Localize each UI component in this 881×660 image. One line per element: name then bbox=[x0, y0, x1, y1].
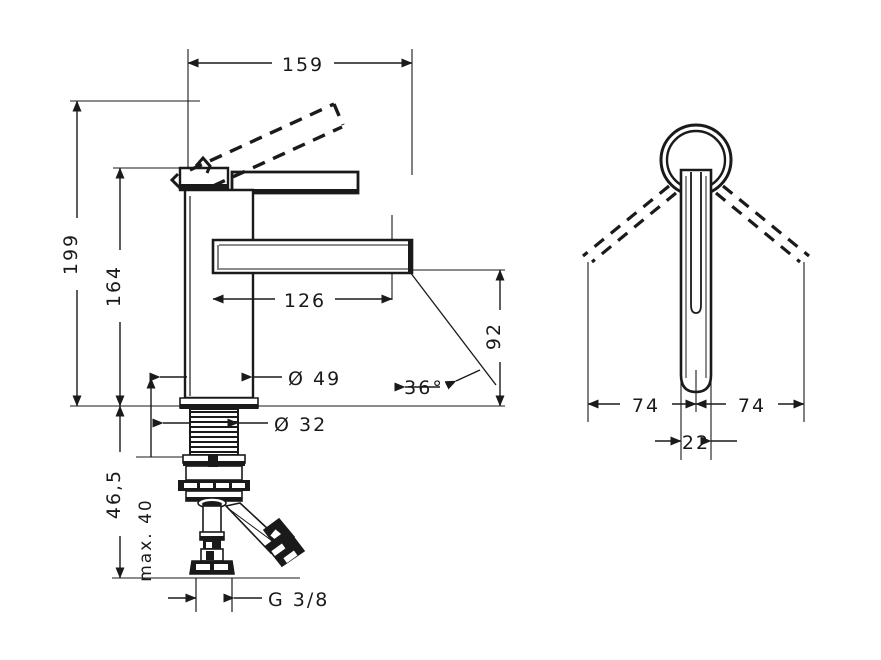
dimension-126: 126 bbox=[212, 287, 393, 312]
front-view: 159 199 164 46,5 max. 40 12 bbox=[60, 49, 514, 612]
supply-hose-angled bbox=[224, 502, 306, 568]
dimension-max-40-label: max. 40 bbox=[136, 498, 156, 581]
dimension-g38: G 3/8 bbox=[168, 578, 329, 612]
dimension-159: 159 bbox=[187, 50, 413, 76]
dimension-74-left: 74 bbox=[587, 392, 697, 417]
dimension-164: 164 bbox=[103, 167, 134, 407]
faucet-body-column bbox=[183, 188, 255, 400]
threaded-shank bbox=[189, 408, 239, 456]
spout-outlet-face bbox=[408, 240, 413, 273]
dimension-74-right-label: 74 bbox=[738, 395, 766, 417]
dimension-22-label: 22 bbox=[682, 432, 710, 454]
lever-handle-closed bbox=[178, 166, 360, 195]
lever-pivot-notch bbox=[169, 155, 212, 190]
dimension-164-label: 164 bbox=[103, 265, 125, 307]
dimension-46-5-label: 46,5 bbox=[103, 469, 125, 519]
dimension-max-40: max. 40 bbox=[136, 377, 156, 582]
plan-extension-lines bbox=[587, 262, 805, 460]
dimension-159-label: 159 bbox=[282, 54, 324, 76]
dimension-92-label: 92 bbox=[483, 322, 505, 350]
dimension-diameter-32: Ø 32 bbox=[152, 414, 327, 436]
dimension-126-label: 126 bbox=[284, 290, 326, 312]
spout-shading bbox=[217, 244, 408, 270]
dimension-diameter-32-label: Ø 32 bbox=[274, 414, 327, 436]
angle-leader-line bbox=[409, 271, 497, 386]
plan-lever-arm bbox=[679, 168, 713, 394]
dimension-36-degrees-label: 36° bbox=[404, 377, 444, 399]
dimension-g38-label: G 3/8 bbox=[268, 589, 329, 611]
top-plan-view: 74 74 22 bbox=[581, 123, 811, 460]
plan-swing-range-ghost bbox=[581, 184, 811, 264]
dimension-diameter-49-label: Ø 49 bbox=[288, 368, 341, 390]
mounting-nut-assembly bbox=[178, 454, 250, 509]
dimension-199: 199 bbox=[60, 100, 91, 407]
dimension-22: 22 bbox=[655, 432, 737, 454]
dimension-199-label: 199 bbox=[60, 233, 82, 275]
dimension-36-degrees: 36° bbox=[394, 369, 481, 399]
dimension-92: 92 bbox=[483, 269, 514, 407]
dimension-46-5: 46,5 bbox=[103, 405, 134, 579]
flange-shadow bbox=[180, 404, 258, 409]
lever-handle-raised-ghost bbox=[189, 102, 345, 188]
dimension-74-left-label: 74 bbox=[632, 395, 660, 417]
supply-hose-vertical bbox=[189, 505, 235, 575]
dimension-74-right: 74 bbox=[695, 392, 805, 417]
dimension-diameter-49: Ø 49 bbox=[149, 368, 341, 390]
